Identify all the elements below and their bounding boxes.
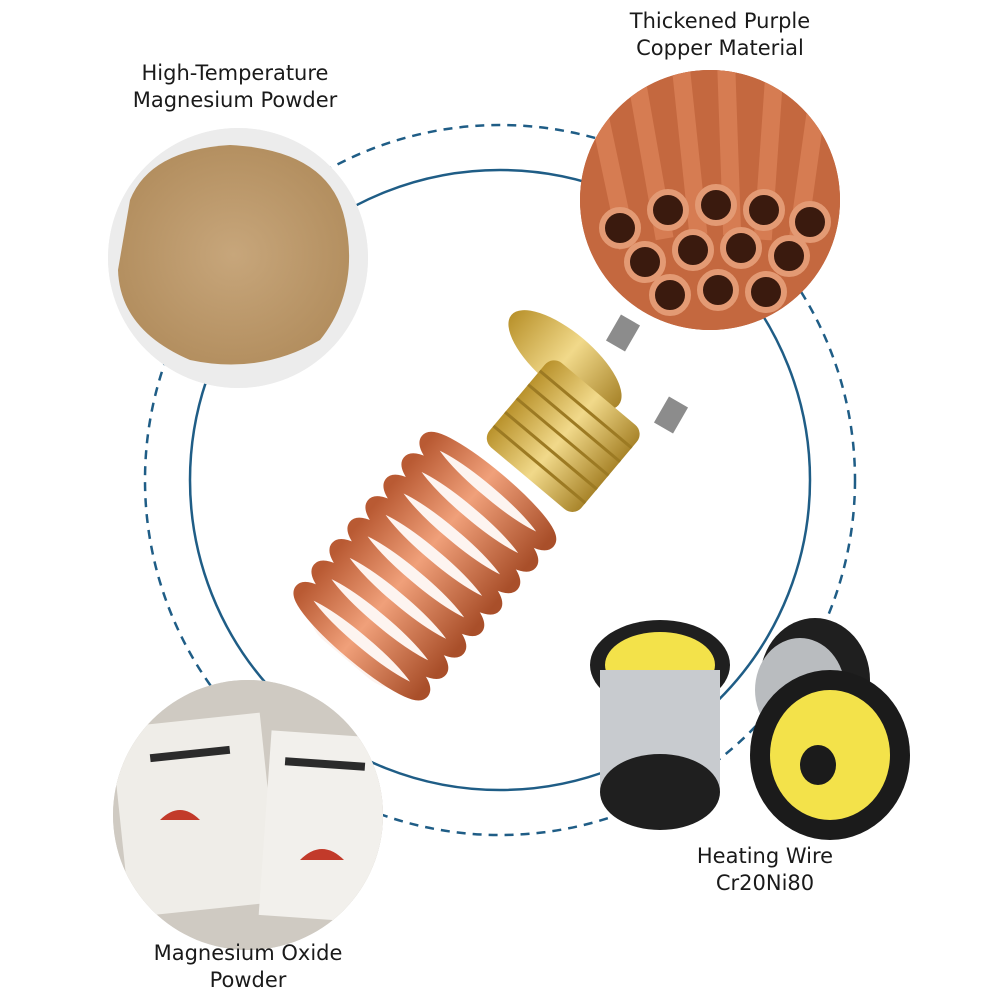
label-magnesium-powder: High-Temperature Magnesium Powder [100, 60, 370, 114]
label-line: Magnesium Powder [132, 88, 338, 112]
copper-tubes-image [580, 70, 840, 330]
outer-dashed-ring [143, 123, 857, 837]
magnesium-oxide-bags-image [113, 680, 383, 950]
label-line: Copper Material [636, 36, 804, 60]
label-magnesium-oxide: Magnesium Oxide Powder [113, 940, 383, 994]
label-line: Cr20Ni80 [715, 871, 815, 895]
label-line: High-Temperature [141, 61, 329, 85]
heating-wire-spools-image [590, 618, 910, 840]
label-line: Magnesium Oxide [153, 941, 343, 965]
heating-element-image [293, 310, 689, 701]
magnesium-powder-image [108, 128, 368, 388]
inner-solid-ring [188, 168, 812, 792]
label-line: Powder [209, 968, 287, 992]
label-line: Heating Wire [696, 844, 834, 868]
label-heating-wire: Heating Wire Cr20Ni80 [630, 843, 900, 897]
label-copper-material: Thickened Purple Copper Material [585, 8, 855, 62]
label-line: Thickened Purple [629, 9, 811, 33]
